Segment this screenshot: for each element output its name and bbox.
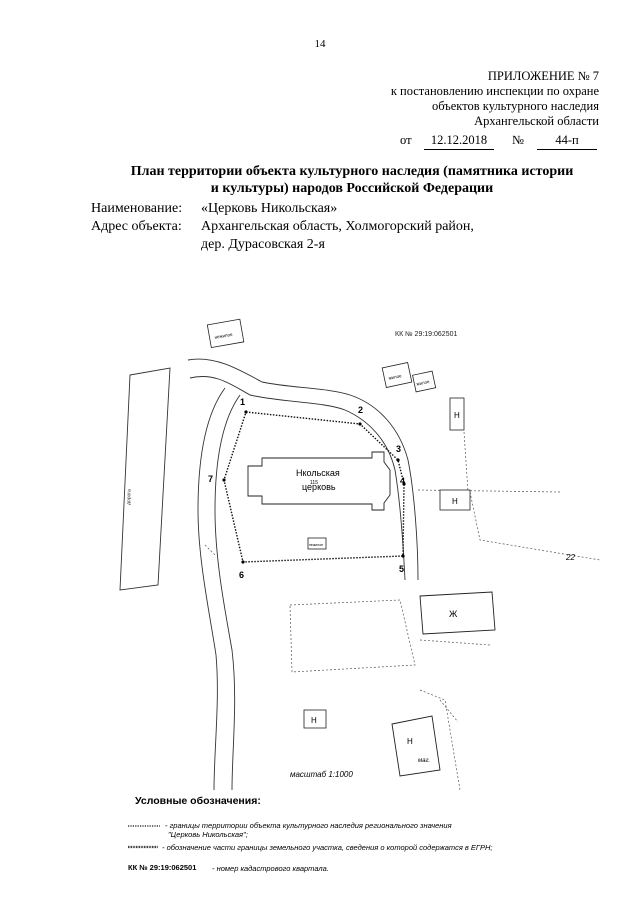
legend-item-1-line-1: - границы территории объекта культурного…: [165, 821, 452, 830]
point-labels: 1 2 3 4 5 6 7: [208, 397, 405, 580]
title-line-1: План территории объекта культурного насл…: [130, 164, 574, 179]
legend-item-3-label: КК № 29:19:062501: [128, 863, 197, 872]
building-zh-label: Ж: [449, 609, 458, 619]
building-n-bottom-label: Н: [311, 716, 317, 725]
building-n-mid: [439, 489, 471, 511]
shop-building-label: Н: [407, 737, 413, 746]
decree-date: 12.12.2018: [424, 133, 494, 150]
appendix-header: ПРИЛОЖЕНИЕ № 7 к постановлению инспекции…: [299, 69, 599, 129]
point-label-5: 5: [399, 564, 404, 574]
point-label-7: 7: [208, 474, 213, 484]
building-n-bottom: [303, 709, 327, 729]
small-building-a-label: нежилое: [214, 332, 233, 340]
point-label-2: 2: [358, 405, 363, 415]
church-building: [247, 451, 391, 511]
name-value: «Церковь Никольская»: [201, 201, 338, 216]
point-label-1: 1: [240, 397, 245, 407]
title-line-2: и культуры) народов Российской Федерации: [210, 181, 494, 196]
point-label-3: 3: [396, 444, 401, 454]
appendix-line-2: к постановлению инспекции по охране: [390, 84, 599, 98]
shop-building: [391, 715, 441, 777]
appendix-line-3: объектов культурного наследия: [432, 99, 599, 113]
church-label-line-1: Нкольская: [296, 468, 340, 478]
point-label-4: 4: [400, 476, 405, 486]
appendix-line-4: Архангельской области: [474, 114, 599, 128]
small-building-b-label: жилое: [388, 373, 402, 381]
small-building-inside: [307, 537, 327, 550]
address-label: Адрес объекта:: [91, 219, 182, 234]
name-label: Наименование:: [91, 201, 183, 216]
building-n-right-top: [449, 397, 465, 431]
appendix-date-line: от 12.12.2018 № 44-п: [392, 133, 602, 150]
building-zh: [419, 591, 496, 635]
small-building-c-label: жилое: [416, 379, 430, 387]
small-building-b: [381, 362, 437, 393]
point-label-6: 6: [239, 570, 244, 580]
from-label: от: [400, 133, 412, 147]
scale-label: масштаб 1:1000: [290, 770, 353, 779]
road-label: дорога: [126, 489, 133, 505]
page-number: 14: [314, 38, 326, 50]
church-label-line-2: церковь: [302, 482, 336, 492]
legend-title: Условные обозначения:: [135, 795, 261, 807]
right-dotted-boundaries: [417, 431, 601, 646]
address-line-2: дер. Дурасовская 2-я: [201, 237, 325, 252]
boundary-vertices: [222, 410, 406, 564]
decree-number: 44-п: [537, 133, 597, 150]
shop-boundary: [419, 689, 461, 791]
lot-number: 22: [565, 553, 575, 562]
cadastral-quarter-label: КК № 29:19:062501: [395, 331, 457, 338]
document-title: План территории объекта культурного насл…: [104, 163, 600, 197]
territory-boundary: [223, 411, 405, 563]
number-label: №: [512, 133, 524, 147]
address-line-1: Архангельская область, Холмогорский райо…: [201, 219, 474, 234]
road: [187, 358, 419, 791]
legend-item-1-line-2: "Церковь Никольская";: [168, 830, 248, 839]
appendix-title: ПРИЛОЖЕНИЕ № 7: [487, 69, 599, 83]
left-road-strip: [119, 367, 171, 591]
small-building-inside-label: нежилое: [309, 543, 323, 547]
small-building-a: [206, 318, 245, 349]
building-n-mid-label: Н: [452, 497, 458, 506]
building-n-right-top-label: Н: [454, 411, 460, 420]
legend-item-2: - обозначение части границы земельного у…: [162, 843, 493, 852]
shop-label: маг.: [418, 758, 430, 764]
lower-parcels: [204, 544, 459, 723]
legend-item-3-text: - номер кадастрового квартала.: [212, 864, 329, 873]
church-number: 115: [310, 480, 318, 486]
